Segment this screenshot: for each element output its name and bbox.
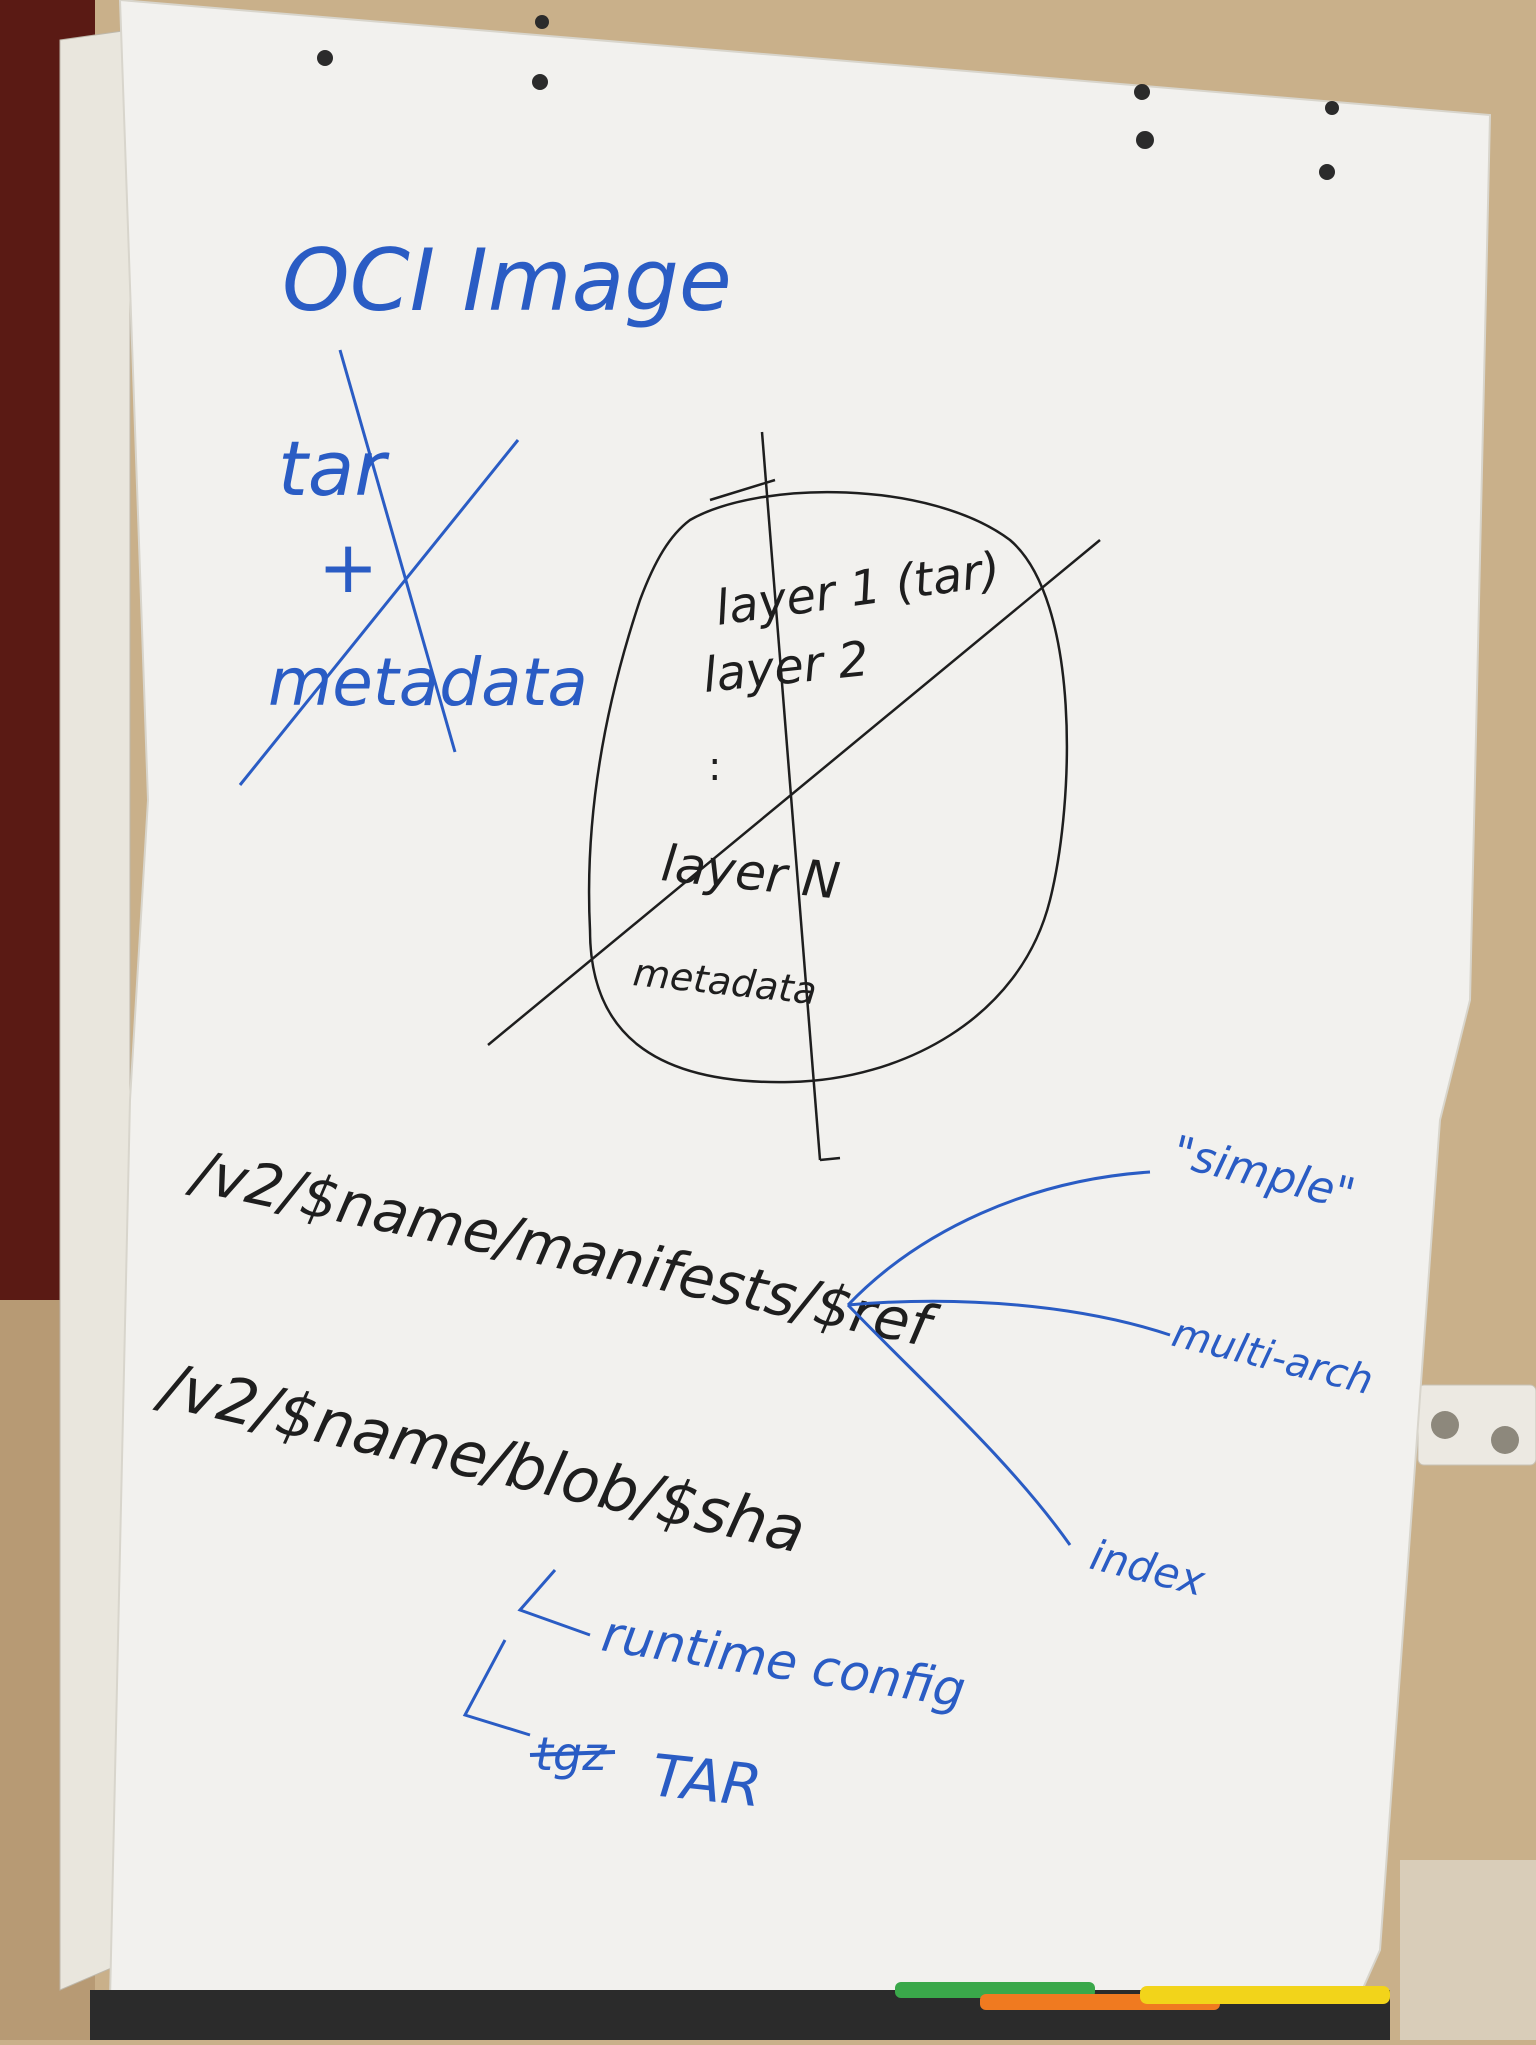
- crossed-note-tar: tar: [278, 424, 390, 513]
- diagram-circle: [587, 490, 1069, 1084]
- paper-holes: [317, 15, 1339, 180]
- blob-branch-arrows: [462, 1569, 591, 1737]
- crossed-note-strike-lines: [238, 349, 520, 786]
- circle-diagram: [487, 431, 1101, 1162]
- tgz-strike-line: [529, 1750, 616, 1757]
- floor-tiles: [1400, 1860, 1536, 2040]
- layer-ellipsis: :: [708, 744, 721, 790]
- marker-pens-icon: [895, 1982, 1390, 2010]
- flipchart-paper: [108, 0, 1492, 2002]
- diagram-strike-diagonal: [487, 539, 1101, 1046]
- blob-type-tar: TAR: [649, 1741, 766, 1820]
- title-oci-image: OCI Image: [282, 231, 732, 331]
- manifest-branch-lines: [846, 1170, 1171, 1546]
- power-outlet-icon: [1417, 1384, 1536, 1466]
- crossed-note-plus: +: [318, 525, 378, 609]
